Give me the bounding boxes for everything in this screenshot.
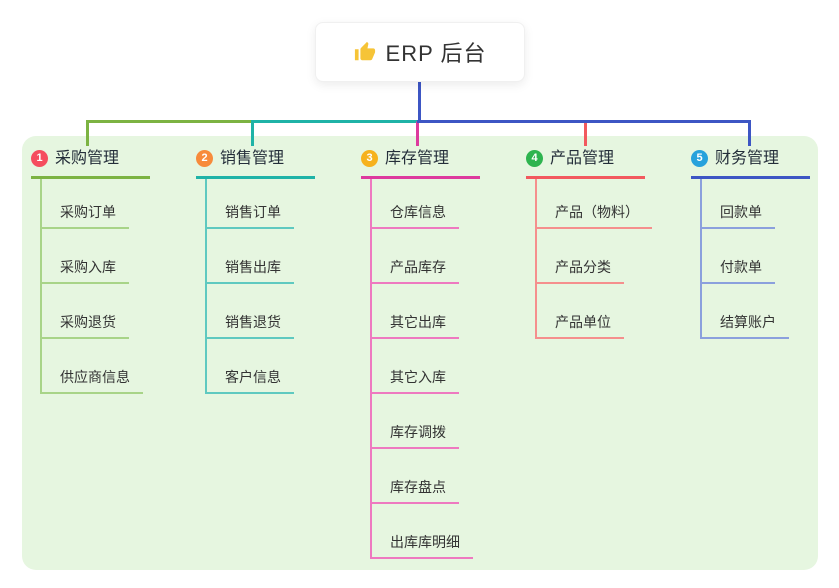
child-row: 产品分类: [537, 229, 652, 284]
subtopic[interactable]: 客户信息: [207, 370, 294, 394]
child-row: 库存调拨: [372, 394, 473, 449]
children-inventory: 仓库信息 产品库存 其它出库 其它入库 库存调拨 库存盘点 出库库明细: [370, 179, 473, 559]
subtopic[interactable]: 销售退货: [207, 315, 294, 339]
topic-inventory[interactable]: 3 库存管理: [361, 147, 480, 179]
branch-products: 4 产品管理 产品（物料） 产品分类 产品单位: [526, 147, 676, 339]
topic-label: 财务管理: [715, 150, 780, 167]
children-sales: 销售订单 销售出库 销售退货 客户信息: [205, 179, 294, 394]
children-finance: 回款单 付款单 结算账户: [700, 179, 789, 339]
child-row: 销售订单: [207, 179, 294, 229]
subtopic[interactable]: 出库库明细: [372, 535, 473, 559]
topic-label: 库存管理: [385, 150, 450, 167]
subtopic[interactable]: 产品（物料）: [537, 205, 652, 229]
child-row: 库存盘点: [372, 449, 473, 504]
topic-procurement[interactable]: 1 采购管理: [31, 147, 150, 179]
child-row: 供应商信息: [42, 339, 143, 394]
children-procurement: 采购订单 采购入库 采购退货 供应商信息: [40, 179, 143, 394]
subtopic[interactable]: 采购订单: [42, 205, 129, 229]
topic-label: 采购管理: [55, 150, 120, 167]
children-products: 产品（物料） 产品分类 产品单位: [535, 179, 652, 339]
child-row: 采购退货: [42, 284, 143, 339]
topic-label: 产品管理: [550, 150, 615, 167]
badge-1: 1: [31, 150, 48, 167]
topic-products[interactable]: 4 产品管理: [526, 147, 645, 179]
topic-label: 销售管理: [220, 150, 285, 167]
root-title: ERP 后台: [385, 41, 487, 66]
subtopic[interactable]: 其它入库: [372, 370, 459, 394]
child-row: 回款单: [702, 179, 789, 229]
badge-4: 4: [526, 150, 543, 167]
badge-2: 2: [196, 150, 213, 167]
badge-5: 5: [691, 150, 708, 167]
subtopic[interactable]: 销售出库: [207, 260, 294, 284]
child-row: 其它入库: [372, 339, 473, 394]
subtopic[interactable]: 仓库信息: [372, 205, 459, 229]
badge-3: 3: [361, 150, 378, 167]
root-node[interactable]: ERP 后台: [315, 22, 525, 82]
subtopic[interactable]: 库存调拨: [372, 425, 459, 449]
subtopic[interactable]: 产品库存: [372, 260, 459, 284]
child-row: 产品库存: [372, 229, 473, 284]
subtopic[interactable]: 产品分类: [537, 260, 624, 284]
child-row: 销售出库: [207, 229, 294, 284]
child-row: 产品单位: [537, 284, 652, 339]
child-row: 产品（物料）: [537, 179, 652, 229]
thumbs-up-icon: [354, 41, 376, 63]
branches-background-panel: [22, 136, 818, 570]
subtopic[interactable]: 其它出库: [372, 315, 459, 339]
child-row: 其它出库: [372, 284, 473, 339]
branch-procurement: 1 采购管理 采购订单 采购入库 采购退货 供应商信息: [31, 147, 181, 394]
topic-sales[interactable]: 2 销售管理: [196, 147, 315, 179]
subtopic[interactable]: 采购入库: [42, 260, 129, 284]
subtopic[interactable]: 销售订单: [207, 205, 294, 229]
branch-sales: 2 销售管理 销售订单 销售出库 销售退货 客户信息: [196, 147, 346, 394]
branch-finance: 5 财务管理 回款单 付款单 结算账户: [691, 147, 839, 339]
subtopic[interactable]: 结算账户: [702, 315, 789, 339]
child-row: 客户信息: [207, 339, 294, 394]
subtopic[interactable]: 库存盘点: [372, 480, 459, 504]
topic-finance[interactable]: 5 财务管理: [691, 147, 810, 179]
child-row: 结算账户: [702, 284, 789, 339]
subtopic[interactable]: 产品单位: [537, 315, 624, 339]
subtopic[interactable]: 回款单: [702, 205, 775, 229]
subtopic[interactable]: 采购退货: [42, 315, 129, 339]
child-row: 采购订单: [42, 179, 143, 229]
child-row: 出库库明细: [372, 504, 473, 559]
branch-inventory: 3 库存管理 仓库信息 产品库存 其它出库 其它入库 库存调拨 库存盘点 出库库…: [361, 147, 511, 559]
subtopic[interactable]: 供应商信息: [42, 370, 143, 394]
child-row: 仓库信息: [372, 179, 473, 229]
child-row: 采购入库: [42, 229, 143, 284]
child-row: 销售退货: [207, 284, 294, 339]
child-row: 付款单: [702, 229, 789, 284]
subtopic[interactable]: 付款单: [702, 260, 775, 284]
